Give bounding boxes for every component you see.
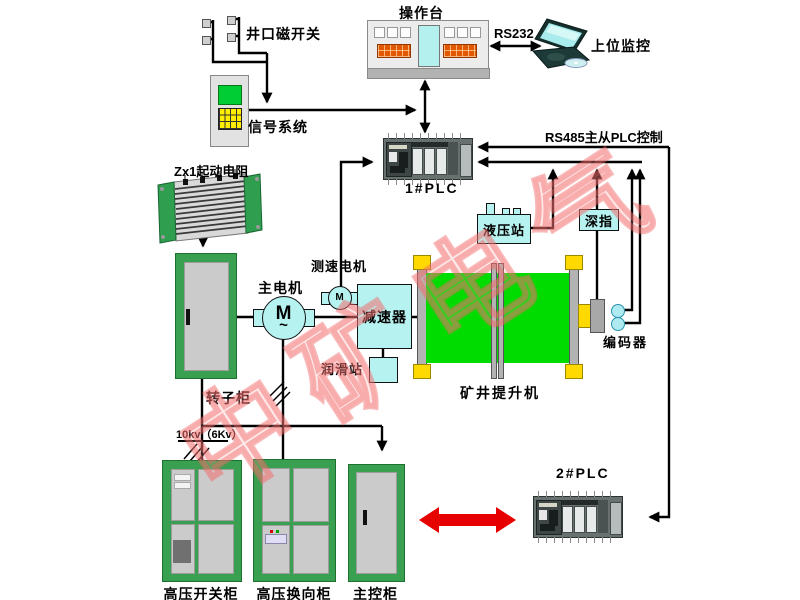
hv-switch-cabinet-label: 高压开关柜 — [163, 586, 239, 600]
rs232-label: RS232 — [494, 26, 534, 41]
plc-pins — [538, 491, 618, 497]
magnetic-switch-contact — [227, 16, 236, 25]
hoist-drum — [426, 273, 569, 363]
console-label: 操作台 — [399, 5, 444, 21]
starting-resistor-label: Zx1起动电阻 — [174, 164, 249, 179]
depth-indicator-label: 深指 — [584, 213, 613, 229]
plc-io-module — [412, 148, 423, 175]
reducer: 减速器 — [357, 284, 412, 349]
speed-motor-label: 测速电机 — [311, 259, 368, 274]
resistor-right-plate — [243, 173, 263, 234]
depth-indicator: 深指 — [579, 209, 619, 231]
laptop-icon — [531, 18, 591, 69]
rotor-cabinet — [175, 253, 237, 379]
main-control-cabinet — [348, 464, 405, 582]
speedmotor-to-plc1-line — [339, 156, 374, 287]
plc-io-module — [598, 500, 608, 533]
console-button-grid — [377, 44, 411, 58]
encoder-1 — [611, 304, 625, 318]
drum-divider — [491, 263, 497, 379]
console-screen — [418, 25, 440, 67]
plc1-label: 1#PLC — [405, 180, 459, 196]
red-led — [270, 530, 273, 533]
signal-keypad — [218, 108, 242, 130]
magnetic-switch-contact — [202, 19, 211, 28]
encoder-2 — [611, 317, 625, 331]
vent — [174, 474, 191, 481]
encoder-label: 编码器 — [603, 335, 649, 350]
cabinet-display — [265, 534, 287, 544]
wellhead-switch-label: 井口磁开关 — [246, 26, 321, 42]
resistor-left-plate — [157, 181, 177, 244]
hydraulic-station-label: 液压站 — [482, 222, 525, 238]
plc-cpu-module — [386, 142, 412, 177]
console-button — [457, 27, 468, 38]
plc-pins — [388, 179, 468, 185]
red-exchange-arrow — [419, 507, 516, 533]
plc-cpu-module — [536, 500, 562, 535]
main-control-cabinet-label: 主控柜 — [353, 586, 398, 600]
plc1-unit — [383, 133, 473, 185]
hydraulic-station: 液压站 — [477, 214, 531, 244]
operator-console — [367, 20, 490, 79]
lubrication-station — [369, 357, 398, 383]
encoder1-line — [624, 168, 638, 312]
rotor-cabinet-label: 转子柜 — [206, 390, 251, 406]
signal-system — [210, 75, 249, 147]
plc-io-module — [610, 502, 622, 535]
speed-motor: M — [328, 286, 352, 310]
motor-wave-symbol: ~ — [279, 316, 289, 334]
plc-io-module — [586, 506, 597, 533]
reducer-label: 减速器 — [362, 308, 407, 325]
plc-pins — [538, 537, 618, 543]
main-motor: M ~ — [262, 296, 306, 340]
magnetic-switch-contact — [227, 33, 236, 42]
console-base — [367, 68, 490, 79]
hv-switch-cabinet — [162, 460, 242, 582]
host-monitor-label: 上位监控 — [591, 38, 651, 54]
console-button — [387, 27, 398, 38]
drum-divider — [498, 263, 504, 379]
console-button-grid — [443, 44, 477, 58]
lubrication-label: 润滑站 — [321, 362, 364, 377]
rs485-label: RS485主从PLC控制 — [545, 130, 663, 145]
encoder2-line — [624, 168, 646, 325]
plc-io-module — [460, 144, 472, 177]
vent — [174, 482, 191, 489]
main-motor-label: 主电机 — [258, 280, 303, 296]
plc-io-module — [424, 148, 435, 175]
console-button — [374, 27, 385, 38]
plc2-label: 2#PLC — [556, 465, 610, 481]
signal-screen — [218, 85, 242, 105]
starting-resistor — [157, 169, 263, 244]
cabinet-handle — [186, 309, 190, 325]
cabinet-handle — [363, 510, 367, 525]
plc-io-module — [436, 148, 447, 175]
signal-system-label: 信号系统 — [248, 119, 308, 135]
plc-pins — [388, 133, 468, 139]
plc-io-module — [562, 506, 573, 533]
magnetic-switch-contact — [202, 36, 211, 45]
plc2-unit — [533, 491, 623, 543]
hydraulic-to-plc1 — [529, 168, 559, 230]
hv-reverse-cabinet — [253, 459, 336, 582]
voltage-label: 10kv（6Kv） — [176, 429, 243, 441]
hoist-label: 矿井提升机 — [460, 385, 540, 401]
right-vertical-to-plc2 — [648, 147, 671, 523]
console-button — [444, 27, 455, 38]
plc-io-module — [574, 506, 585, 533]
speed-motor-symbol: M — [335, 292, 345, 303]
green-led — [276, 530, 279, 533]
console-button — [400, 27, 411, 38]
motor-symbol: M — [275, 302, 293, 324]
hv-reverse-cabinet-label: 高压换向柜 — [256, 586, 332, 600]
plc-io-module — [448, 142, 458, 175]
encoder-mount — [590, 299, 605, 333]
console-button — [470, 27, 481, 38]
breaker-unit — [173, 540, 191, 563]
motor-line-hatch — [269, 381, 291, 407]
